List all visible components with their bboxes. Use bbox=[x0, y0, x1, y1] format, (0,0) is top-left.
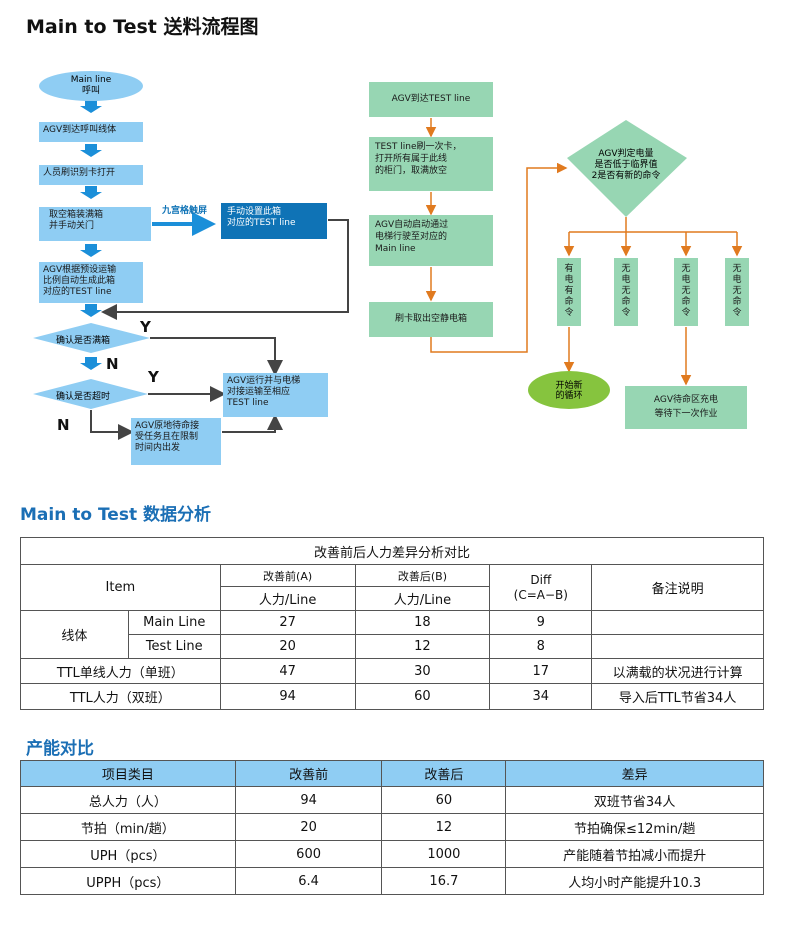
table-cell: 1000 bbox=[381, 840, 507, 868]
table1-unit-after: 人力/Line bbox=[354, 586, 491, 611]
yes-label-2: Y bbox=[148, 368, 159, 386]
table-cell: 47 bbox=[219, 658, 356, 684]
flow-heading: Main to Test 送料流程图 bbox=[26, 16, 259, 38]
table-cell: Main Line bbox=[127, 610, 221, 635]
decision-battery bbox=[567, 120, 687, 217]
table-cell: 600 bbox=[234, 840, 383, 868]
table-cell: 双班节省34人 bbox=[505, 786, 764, 814]
side-label: 九宫格触屏 bbox=[162, 206, 208, 216]
table-cell: TTL单线人力（单班） bbox=[20, 658, 221, 684]
table1-col-before: 改善前(A) bbox=[219, 564, 356, 587]
table-cell: 94 bbox=[234, 786, 383, 814]
no-label-2: N bbox=[57, 416, 70, 434]
green-auto-return: AGV自动启动通过 电梯行驶至对应的 Main line bbox=[369, 215, 493, 266]
state-power-cmd: 有电有命令 bbox=[557, 258, 581, 326]
table-row: UPPH（pcs） 6.4 16.7 人均小时产能提升10.3 bbox=[20, 867, 764, 895]
state-no-power-2: 无电无命令 bbox=[674, 258, 698, 326]
state-no-power-3: 无电无命令 bbox=[725, 258, 749, 326]
decision-full-label: 确认是否满箱 bbox=[56, 336, 111, 346]
table-cell: Test Line bbox=[127, 634, 221, 659]
table-cell: 16.7 bbox=[381, 867, 507, 895]
table-row: TTL单线人力（单班） 47 30 17 以满载的状况进行计算 bbox=[20, 658, 764, 684]
table-row: 线体 Main Line 27 18 9 bbox=[20, 610, 764, 659]
table-cell: 12 bbox=[354, 634, 491, 659]
step-agv-arrive: AGV到达呼叫线体 bbox=[39, 122, 143, 142]
table-cell: 6.4 bbox=[234, 867, 383, 895]
table2-header: 项目类目 bbox=[20, 760, 236, 787]
decision-timeout bbox=[33, 379, 148, 409]
side-manual-box: 手动设置此箱 对应的TEST line bbox=[221, 203, 327, 239]
decision-full-box bbox=[33, 323, 150, 353]
table1-title: 改善前后人力差异分析对比 bbox=[20, 537, 764, 565]
data-heading: Main to Test 数据分析 bbox=[20, 505, 211, 525]
manpower-table: 改善前后人力差异分析对比 Item 改善前(A) 改善后(B) Diff (C=… bbox=[20, 537, 764, 710]
table-cell: UPH（pcs） bbox=[20, 840, 236, 868]
table1-group-label: 线体 bbox=[20, 610, 129, 659]
table-cell: 8 bbox=[489, 634, 593, 659]
table-row: Test Line 20 12 8 bbox=[21, 634, 764, 659]
green-arrive-test: AGV到达TEST line bbox=[369, 82, 493, 117]
table-cell: 节拍（min/趟） bbox=[20, 813, 236, 841]
table-cell: 18 bbox=[354, 610, 491, 635]
wait-box: AGV原地待命接 受任务且在限制 时间内出发 bbox=[131, 418, 221, 465]
table-cell: 总人力（人） bbox=[20, 786, 236, 814]
start-oval bbox=[39, 71, 143, 101]
table2-header: 改善后 bbox=[381, 760, 507, 787]
table-cell: 20 bbox=[219, 634, 356, 659]
table-cell: 30 bbox=[354, 658, 491, 684]
table2-header: 差异 bbox=[505, 760, 764, 787]
step-fill-box: 取空箱装满箱 并手动关门 bbox=[39, 207, 151, 241]
table2-header: 改善前 bbox=[234, 760, 383, 787]
flowchart-connectors bbox=[33, 71, 743, 440]
table-cell: 12 bbox=[381, 813, 507, 841]
table1-col-after: 改善后(B) bbox=[354, 564, 491, 587]
table1-col-diff: Diff (C=A−B) bbox=[489, 564, 593, 611]
green-take-box: 刷卡取出空静电箱 bbox=[369, 302, 493, 337]
table-cell: 27 bbox=[219, 610, 356, 635]
table-cell: 9 bbox=[489, 610, 593, 635]
start-node: Main line 呼叫 bbox=[70, 75, 112, 96]
no-label-1: N bbox=[106, 355, 119, 373]
table-cell: 导入后TTL节省34人 bbox=[591, 683, 764, 710]
table-cell: 60 bbox=[381, 786, 507, 814]
table1-col-item: Item bbox=[20, 564, 221, 611]
table-cell: 17 bbox=[489, 658, 593, 684]
step-auto-generate: AGV根据预设运输 比例自动生成此箱 对应的TEST line bbox=[39, 262, 143, 303]
table-row: 节拍（min/趟） 20 12 节拍确保≤12min/趟 bbox=[20, 813, 764, 841]
table-row: UPH（pcs） 600 1000 产能随着节拍减小而提升 bbox=[20, 840, 764, 868]
left-down-arrows bbox=[80, 100, 102, 370]
state-no-power-1: 无电无命令 bbox=[614, 258, 638, 326]
table-cell: UPPH（pcs） bbox=[20, 867, 236, 895]
table-cell: 94 bbox=[219, 683, 356, 710]
table-row: TTL人力（双班） 94 60 34 导入后TTL节省34人 bbox=[20, 683, 764, 710]
yes-label-1: Y bbox=[140, 318, 151, 336]
run-box: AGV运行并与电梯 对接运输至相应 TEST line bbox=[223, 373, 328, 417]
charge-box: AGV待命区充电 等待下一次作业 bbox=[625, 386, 747, 429]
capacity-heading: 产能对比 bbox=[26, 739, 94, 759]
table1-unit-before: 人力/Line bbox=[219, 586, 356, 611]
table-cell bbox=[591, 634, 764, 659]
table-cell bbox=[591, 610, 764, 635]
green-card-test: TEST line刷一次卡， 打开所有属于此线 的柜门，取满放空 bbox=[369, 137, 493, 191]
end-oval bbox=[528, 371, 610, 409]
table-cell: 节拍确保≤12min/趟 bbox=[505, 813, 764, 841]
table1-col-note: 备注说明 bbox=[591, 564, 764, 611]
step-card-open: 人员刷识别卡打开 bbox=[39, 165, 143, 185]
table-cell: 34 bbox=[489, 683, 593, 710]
table-cell: 以满载的状况进行计算 bbox=[591, 658, 764, 684]
end-oval-label: 开始新 的循环 bbox=[555, 381, 583, 401]
capacity-table: 项目类目 改善前 改善后 差异 总人力（人） 94 60 双班节省34人 节拍（… bbox=[20, 760, 764, 895]
table-cell: 60 bbox=[354, 683, 491, 710]
table-row: 总人力（人） 94 60 双班节省34人 bbox=[20, 786, 764, 814]
table-cell: 20 bbox=[234, 813, 383, 841]
table-cell: 产能随着节拍减小而提升 bbox=[505, 840, 764, 868]
decision-timeout-label: 确认是否超时 bbox=[56, 392, 111, 402]
decision-battery-label: AGV判定电量 是否低于临界值 2是否有新的命令 bbox=[591, 149, 661, 181]
table-cell: TTL人力（双班） bbox=[20, 683, 221, 710]
table-cell: 人均小时产能提升10.3 bbox=[505, 867, 764, 895]
